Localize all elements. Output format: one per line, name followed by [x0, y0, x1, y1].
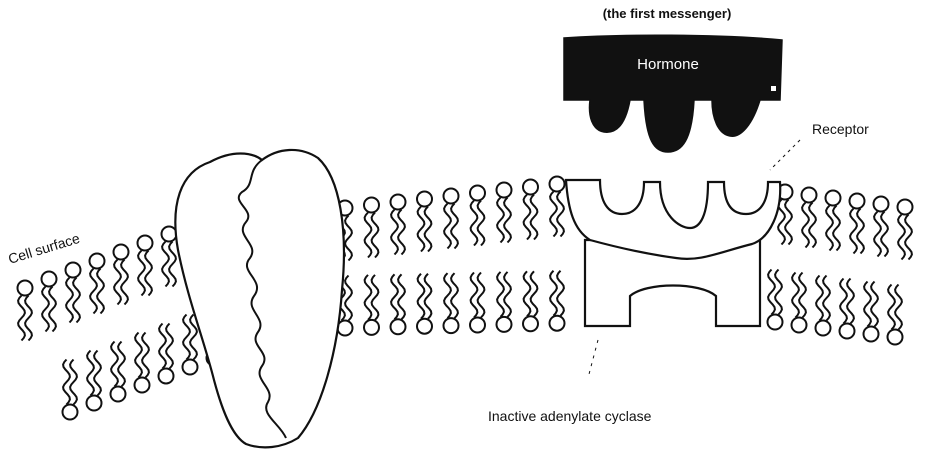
phospholipid-outer	[523, 180, 538, 240]
phospholipid-inner	[183, 315, 198, 375]
receptor-complex	[566, 180, 780, 326]
phospholipid-inner	[364, 275, 379, 335]
receptor-leader-line	[770, 140, 800, 170]
phospholipid-outer	[66, 263, 81, 323]
phospholipid-outer	[898, 200, 913, 260]
phospholipid-outer	[417, 192, 432, 252]
phospholipid-outer	[850, 194, 865, 254]
phospholipid-inner	[792, 273, 807, 333]
phospholipid-inner	[135, 333, 150, 393]
enzyme-label: Inactive adenylate cyclase	[488, 408, 652, 424]
phospholipid-outer	[550, 177, 565, 237]
phospholipid-inner	[864, 282, 879, 342]
phospholipid-inner	[63, 360, 78, 420]
phospholipid-inner	[497, 272, 512, 332]
phospholipid-inner	[159, 324, 174, 384]
phospholipid-outer	[874, 197, 889, 257]
phospholipid-inner	[444, 273, 459, 333]
transmembrane-protein-body	[175, 150, 344, 447]
phospholipid-outer	[162, 227, 177, 287]
phospholipid-outer	[138, 236, 153, 296]
phospholipid-inner	[768, 270, 783, 330]
phospholipid-inner	[391, 274, 406, 334]
phospholipid-outer	[90, 254, 105, 314]
hormone-dot	[771, 86, 776, 91]
transmembrane-protein	[175, 150, 344, 447]
phospholipid-inner	[888, 285, 903, 345]
phospholipid-inner	[840, 279, 855, 339]
phospholipid-outer	[497, 183, 512, 243]
hormone-label: Hormone	[637, 56, 699, 73]
phospholipid-outer	[444, 189, 459, 249]
phospholipid-inner	[417, 274, 432, 334]
phospholipid-outer	[826, 191, 841, 251]
hormone: Hormone	[564, 35, 782, 152]
receptor-label: Receptor	[812, 121, 869, 137]
phospholipid-outer	[42, 272, 57, 332]
phospholipid-outer	[802, 188, 817, 248]
phospholipid-inner	[87, 351, 102, 411]
phospholipid-inner	[111, 342, 126, 402]
lipid-bilayer	[18, 177, 913, 420]
cell-surface-label: Cell surface	[6, 230, 82, 267]
phospholipid-inner	[550, 271, 565, 331]
first-messenger-label: (the first messenger)	[603, 6, 732, 21]
hormone-shape	[564, 35, 782, 152]
phospholipid-outer	[391, 195, 406, 255]
phospholipid-outer	[364, 198, 379, 258]
phospholipid-inner	[523, 271, 538, 331]
phospholipid-inner	[816, 276, 831, 336]
phospholipid-inner	[470, 273, 485, 333]
phospholipid-outer	[470, 186, 485, 246]
phospholipid-outer	[114, 245, 129, 305]
enzyme-leader-line	[588, 340, 598, 378]
phospholipid-outer	[18, 281, 33, 341]
